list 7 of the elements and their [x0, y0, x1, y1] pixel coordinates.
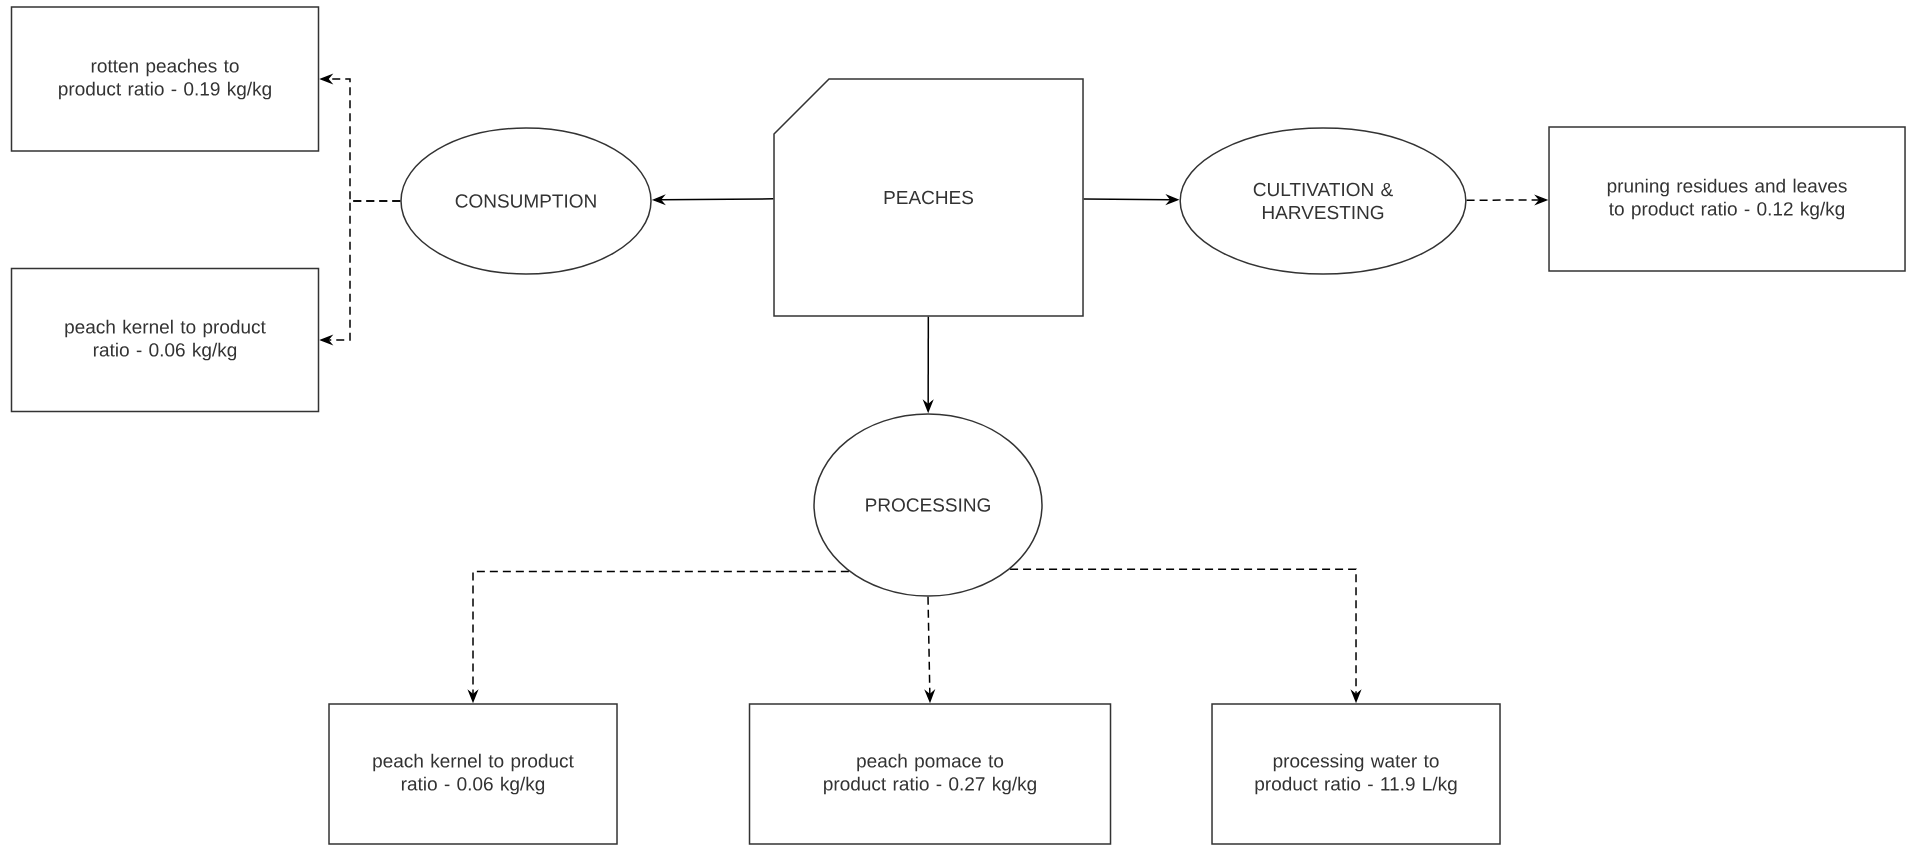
output-box: peach pomace to product ratio - 0.27 kg/kg — [748, 703, 1112, 845]
output-box: rotten peaches to product ratio - 0.19 kg/kg — [10, 6, 320, 152]
output-box: peach kernel to product ratio - 0.06 kg/kg — [10, 267, 320, 413]
output-box: peach kernel to product ratio - 0.06 kg/kg — [328, 703, 618, 845]
output-box: pruning residues and leaves to product ratio - 0.12 kg/kg — [1548, 126, 1906, 272]
product-card: PEACHES — [773, 78, 1084, 317]
output-box: processing water to product ratio - 11.9 L/kg — [1211, 703, 1501, 845]
